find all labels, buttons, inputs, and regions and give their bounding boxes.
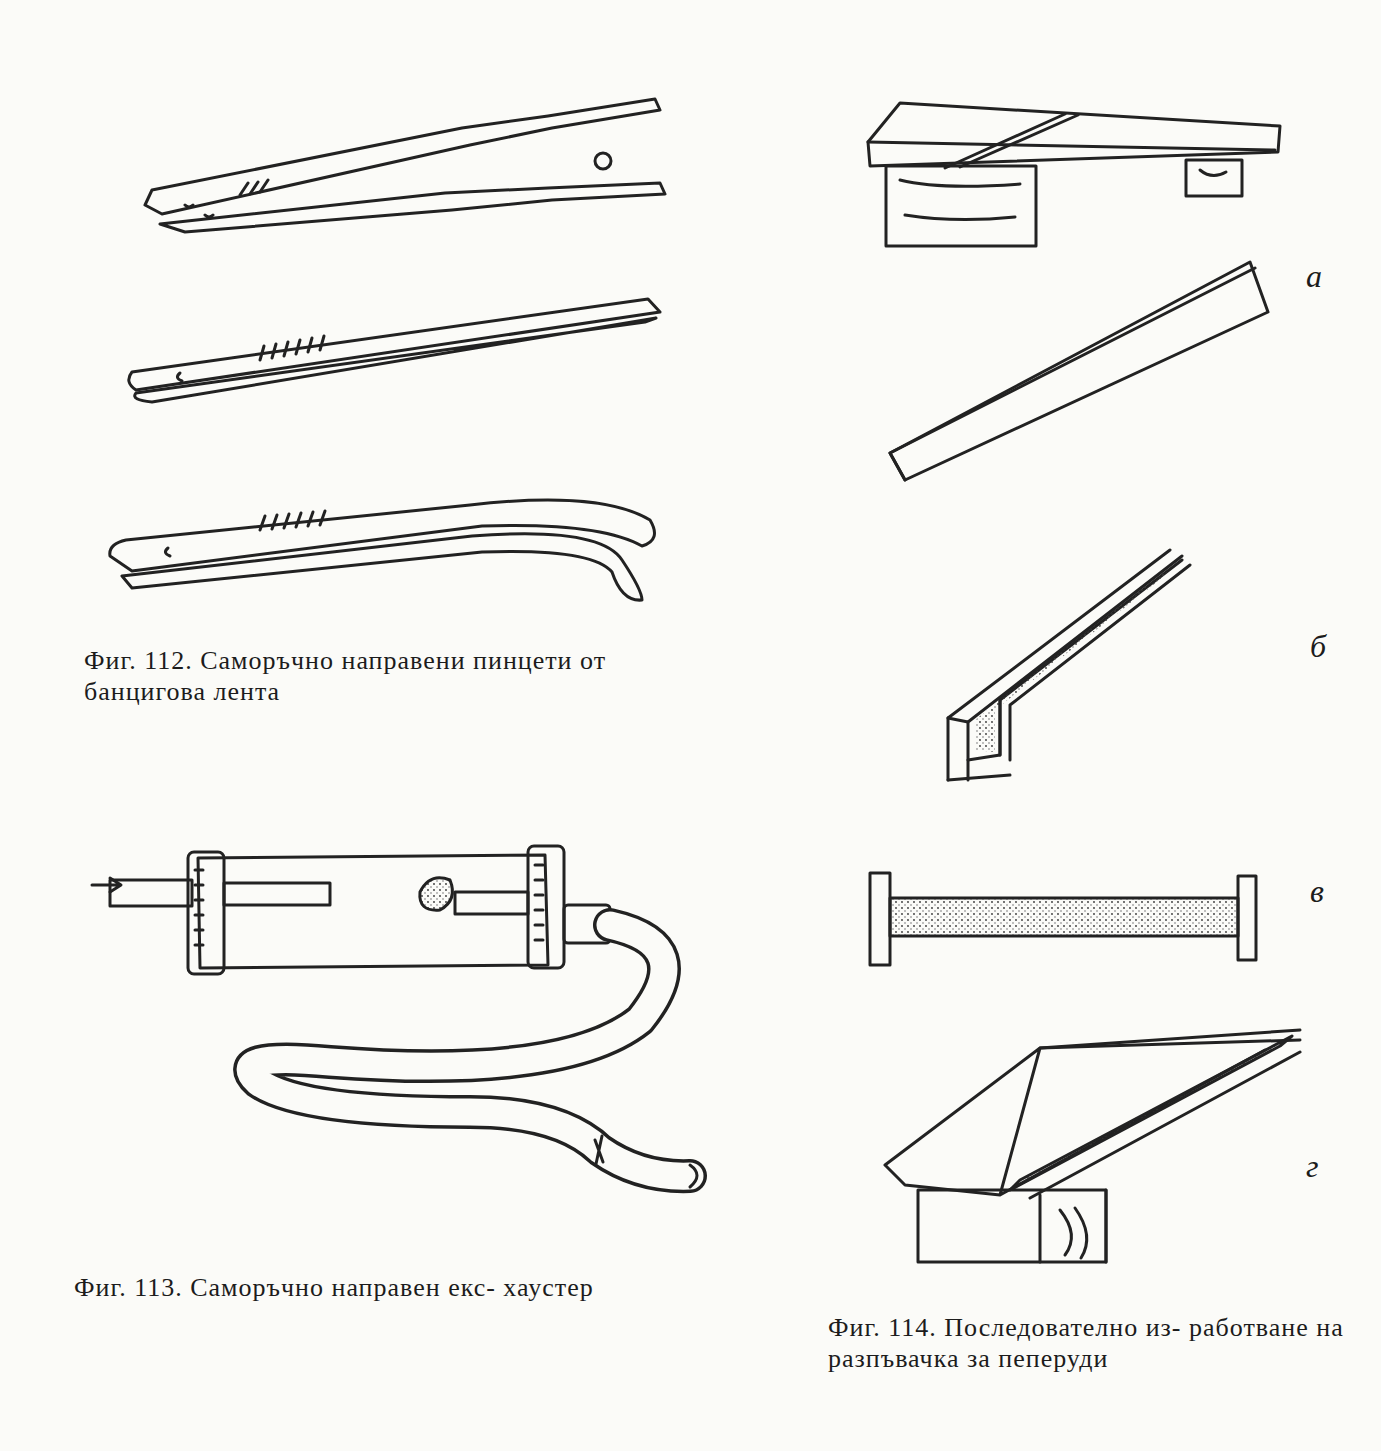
step-letter: б	[1310, 628, 1350, 664]
figure-caption: Фиг. 114. Последователно из- работване н…	[828, 1312, 1348, 1374]
exhauster	[92, 846, 697, 1187]
tweezers-two	[129, 299, 660, 402]
figure-caption: Фиг. 112. Саморъчно направени пинцети от…	[84, 645, 704, 707]
tweezers-one	[145, 99, 665, 232]
stretcher-step-b	[890, 262, 1268, 480]
figure-caption: Фиг. 113. Саморъчно направен екс- хаусте…	[74, 1272, 694, 1303]
stretcher-step-a	[868, 103, 1280, 246]
step-letter: а	[1306, 258, 1346, 294]
step-letter: г	[1306, 1148, 1346, 1184]
step-letter: в	[1310, 873, 1350, 909]
stretcher-step-e	[885, 1030, 1300, 1262]
stretcher-step-c	[948, 550, 1190, 780]
tweezers-three	[110, 500, 655, 600]
stretcher-step-d	[870, 873, 1256, 965]
